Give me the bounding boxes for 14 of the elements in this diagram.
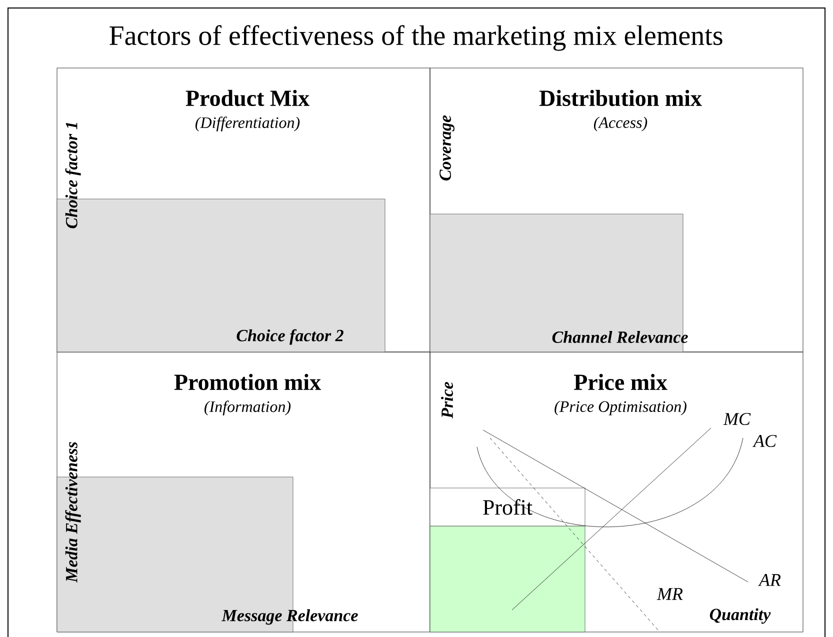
axis-label: Message Relevance	[222, 609, 358, 625]
axis-label: Media Effectiveness	[65, 442, 81, 583]
title: Factors of effectiveness of the marketing mix elements	[110, 25, 722, 51]
axis-label: Quantity	[710, 608, 771, 624]
shaded-area	[430, 526, 586, 632]
axis-label: Price	[441, 382, 453, 418]
curve-label: MR	[656, 588, 683, 600]
axis-label: Coverage	[440, 115, 454, 180]
curve-label: MC	[723, 412, 751, 426]
axis-label: Channel Relevance	[552, 331, 688, 343]
curve-label: AR	[758, 574, 781, 586]
axis-label: Choice factor 2	[236, 329, 344, 345]
curve-label: AC	[752, 434, 777, 448]
axis-label: Choice factor 1	[65, 122, 81, 228]
